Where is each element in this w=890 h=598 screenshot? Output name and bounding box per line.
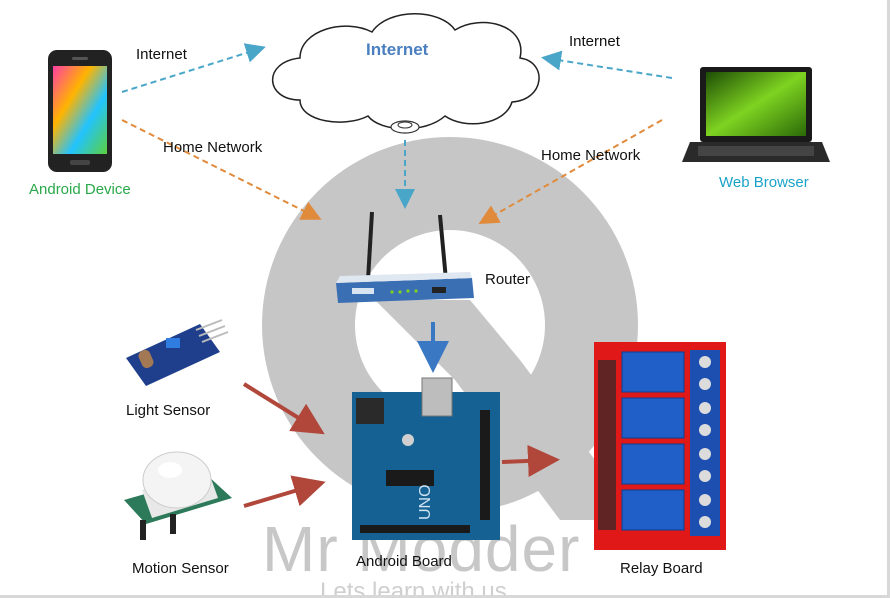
svg-text:UNO: UNO — [417, 484, 434, 520]
home-arrow-browser — [478, 119, 663, 224]
internet-arrow-phone — [121, 43, 266, 93]
label-android-device: Android Device — [29, 181, 131, 198]
label-router: Router — [485, 271, 531, 288]
relay-board-icon — [594, 342, 726, 550]
watermark-subtitle: Lets learn with us — [320, 578, 507, 598]
label-light-sensor: Light Sensor — [126, 402, 211, 419]
light-sensor-icon — [126, 319, 229, 386]
motion-sensor-icon — [124, 451, 232, 540]
home-arrow-phone — [121, 119, 322, 220]
internet-arrow-browser — [541, 50, 673, 79]
smartphone-icon — [48, 50, 112, 172]
label-home-network-left: Home Network — [163, 139, 263, 156]
label-internet-right: Internet — [569, 33, 620, 50]
label-internet-left: Internet — [136, 46, 187, 63]
label-web-browser: Web Browser — [719, 174, 809, 191]
label-motion-sensor: Motion Sensor — [132, 560, 229, 577]
cloud-icon — [272, 13, 540, 134]
motion-sensor-arrow — [243, 475, 326, 508]
label-android-board: Android Board — [356, 553, 452, 570]
board-to-relay-arrow — [501, 444, 560, 477]
label-home-network-right: Home Network — [541, 147, 641, 164]
arduino-board-icon: UNO — [352, 377, 500, 540]
cloud-label: Internet — [366, 40, 429, 59]
laptop-icon — [682, 67, 830, 162]
router-icon — [336, 211, 474, 303]
light-sensor-arrow — [242, 382, 325, 435]
label-relay-board: Relay Board — [620, 560, 703, 577]
